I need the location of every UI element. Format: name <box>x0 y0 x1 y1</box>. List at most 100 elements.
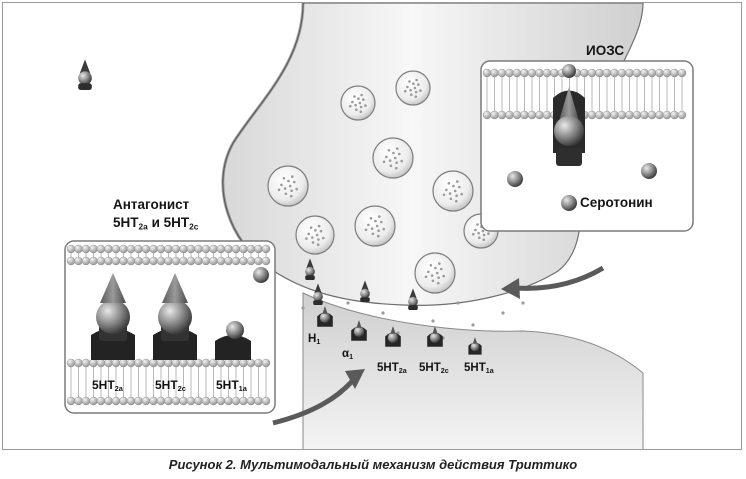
lipid-head <box>647 68 657 78</box>
vesicle <box>395 70 431 106</box>
lipid-head <box>246 256 256 266</box>
lipid-head <box>482 110 492 120</box>
lipid-head <box>194 256 203 266</box>
lipid-head <box>111 256 121 266</box>
lipid-head <box>81 396 91 406</box>
lipid-head <box>625 68 634 78</box>
serotonin-molecule <box>561 195 577 211</box>
ligand-dot <box>456 301 460 305</box>
lipid-head <box>74 256 83 266</box>
lipid-head <box>104 358 113 368</box>
lipid-head <box>632 110 642 120</box>
lipid-head <box>261 244 271 254</box>
lipid-head <box>505 110 514 120</box>
lipid-head <box>171 396 181 406</box>
lipid-head <box>74 358 83 368</box>
lipid-head <box>231 244 241 254</box>
lipid-head <box>164 244 173 254</box>
ligand <box>408 288 418 310</box>
ligand-dot <box>301 306 305 310</box>
lipid-head <box>640 110 649 120</box>
lipid-head <box>134 244 143 254</box>
lipid-head <box>254 358 263 368</box>
lipid-head <box>81 358 91 368</box>
lipid-head <box>141 396 151 406</box>
lipid-head <box>224 358 233 368</box>
lipid-head <box>512 110 522 120</box>
ligand-dot <box>431 319 435 323</box>
lipid-head <box>587 68 597 78</box>
lipid-head <box>126 244 136 254</box>
lipid-head <box>647 110 657 120</box>
lipid-head <box>119 358 128 368</box>
lipid-head <box>490 68 499 78</box>
lipid-head <box>224 256 233 266</box>
lipid-head <box>164 256 173 266</box>
receptor <box>153 273 197 360</box>
lipid-head <box>550 68 559 78</box>
lipid-head <box>535 110 544 120</box>
lipid-head <box>254 244 263 254</box>
lipid-head <box>254 256 263 266</box>
lipid-head <box>497 68 507 78</box>
lipid-head <box>81 256 91 266</box>
lipid-head <box>119 256 128 266</box>
lipid-head <box>149 358 158 368</box>
label-antagonist-targets: 5HT2a и 5HT2c <box>113 215 199 232</box>
lipid-head <box>239 256 248 266</box>
lipid-head <box>126 256 136 266</box>
lipid-head <box>194 244 203 254</box>
receptor <box>91 273 135 360</box>
lipid-head <box>96 396 106 406</box>
postsynaptic-receptors <box>317 306 482 355</box>
lipid-head <box>96 244 106 254</box>
lipid-head <box>141 256 151 266</box>
iozs-inset <box>480 60 694 232</box>
lipid-head <box>587 110 597 120</box>
lipid-head <box>239 244 248 254</box>
vesicle <box>267 165 309 207</box>
lipid-head <box>156 244 166 254</box>
lipid-head <box>527 110 537 120</box>
lipid-head <box>119 244 128 254</box>
lipid-head <box>662 68 672 78</box>
lipid-head <box>89 256 98 266</box>
lipid-head <box>201 244 211 254</box>
lipid-head <box>126 396 136 406</box>
lipid-head <box>186 396 196 406</box>
serotonin-molecule <box>507 171 523 187</box>
antagonist-inset <box>64 240 276 414</box>
lipid-head <box>96 256 106 266</box>
lipid-head <box>104 396 113 406</box>
lipid-head <box>201 396 211 406</box>
lipid-head <box>171 358 181 368</box>
lipid-head <box>632 68 642 78</box>
lipid-head <box>216 396 226 406</box>
lipid-head <box>505 68 514 78</box>
arrow-to-postsynaptic <box>272 376 357 426</box>
serotonin-molecule <box>562 64 576 78</box>
ligand <box>360 280 370 302</box>
lipid-head <box>96 358 106 368</box>
vesicle <box>432 170 474 212</box>
lipid-head <box>111 244 121 254</box>
lipid-head <box>535 68 544 78</box>
lipid-head <box>490 110 499 120</box>
lipid-head <box>89 244 98 254</box>
lipid-head <box>261 256 271 266</box>
lipid-head <box>677 110 687 120</box>
postsynaptic-membrane <box>302 292 644 449</box>
lipid-head <box>66 358 76 368</box>
lipid-head <box>186 358 196 368</box>
inset-receptor-label: 5HT1a <box>216 378 247 394</box>
ligand-dot <box>471 323 475 327</box>
receptor <box>351 320 367 341</box>
iozs-molecule <box>554 116 584 146</box>
lipid-head <box>104 244 113 254</box>
lipid-head <box>595 110 604 120</box>
lipid-head <box>542 68 552 78</box>
label-serotonin: Серотонин <box>580 195 653 210</box>
ligand-molecule <box>78 59 92 90</box>
lipid-head <box>239 396 248 406</box>
vesicle <box>414 252 456 294</box>
